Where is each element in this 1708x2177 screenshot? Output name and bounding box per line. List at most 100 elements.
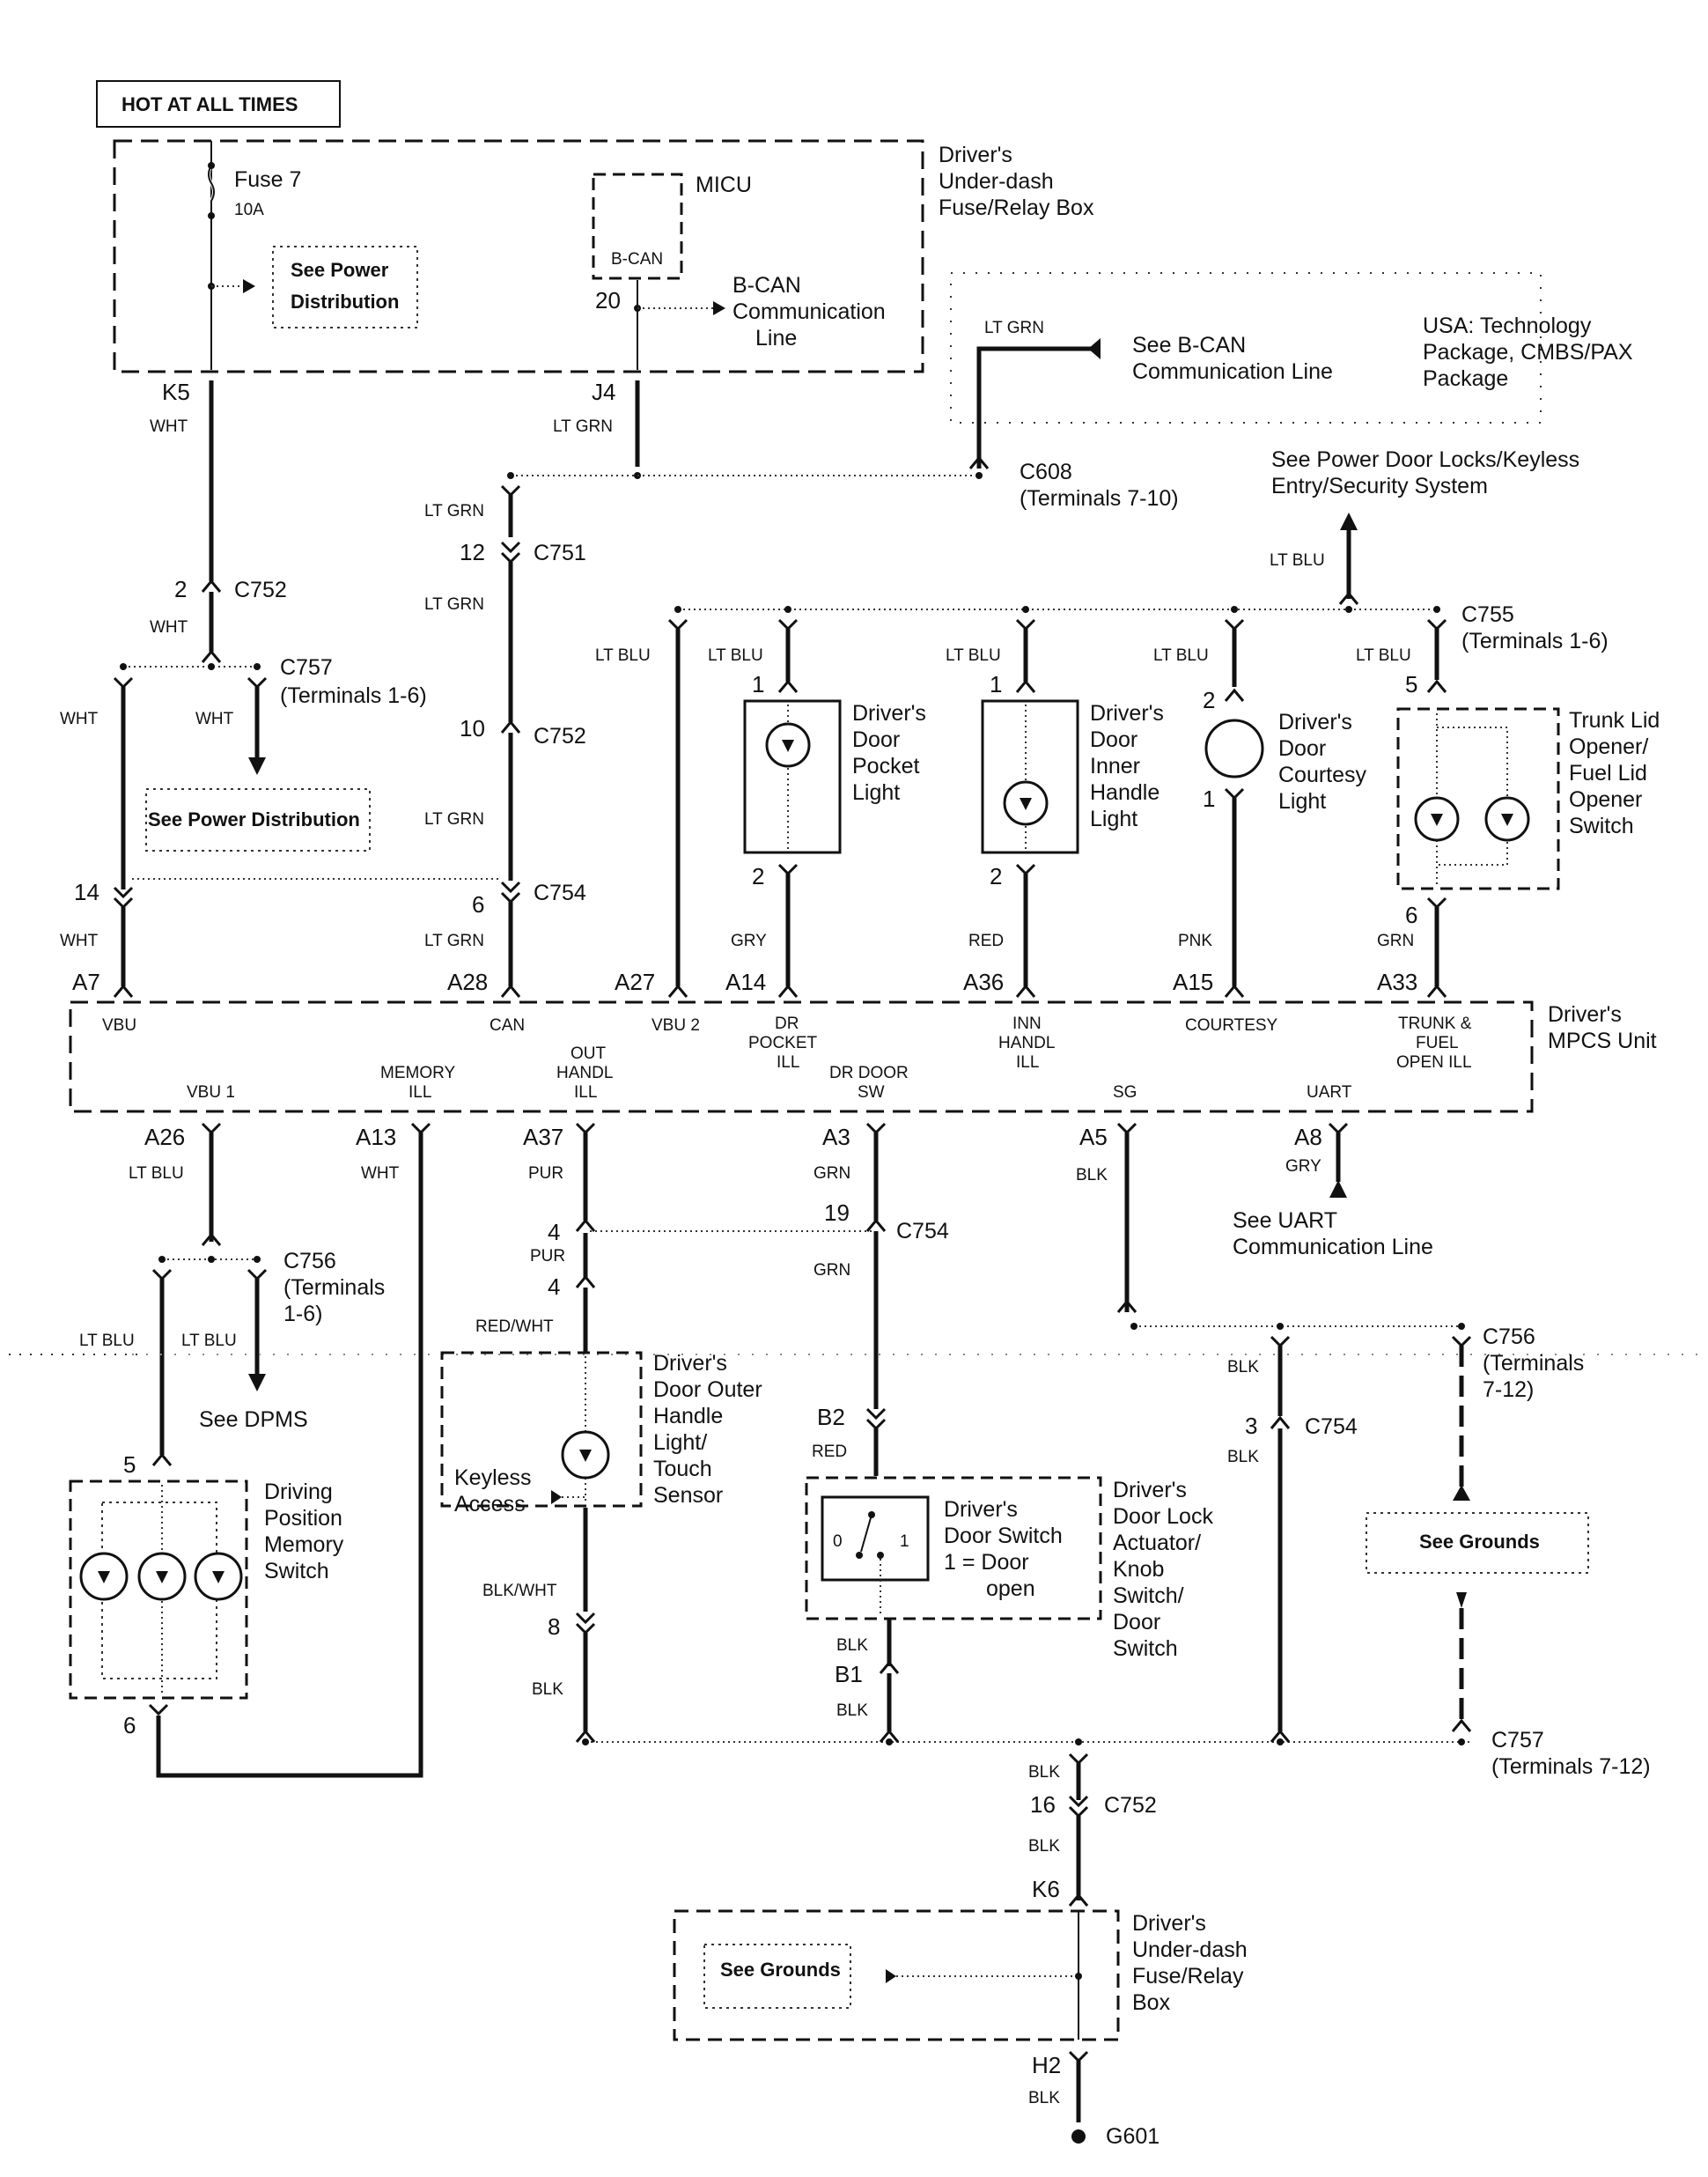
memory-switch-name-1: Driving bbox=[264, 1480, 333, 1504]
bcan-comm-1: B-CAN bbox=[733, 273, 801, 298]
pin-a37-label-2: HANDL bbox=[556, 1064, 613, 1082]
see-bcan-text-1: See B-CAN bbox=[1132, 333, 1246, 358]
arrow-down-icon bbox=[248, 757, 266, 775]
hot-at-all-times-label: HOT AT ALL TIMES bbox=[121, 93, 298, 115]
connector-c754: C754 bbox=[534, 881, 586, 905]
underdash2-name-4: Box bbox=[1132, 1990, 1171, 2015]
c757-b-terminals: (Terminals 7-12) bbox=[1491, 1754, 1651, 1779]
arrow-up-icon bbox=[1453, 1485, 1470, 1501]
wire-color-ltblu: LT BLU bbox=[181, 1332, 237, 1350]
see-grounds-ref-2[interactable] bbox=[703, 1944, 851, 2009]
pin-a3-label-1: DR DOOR bbox=[829, 1064, 909, 1082]
see-dpms-text: See DPMS bbox=[199, 1407, 308, 1432]
c608-terminals: (Terminals 7-10) bbox=[1020, 486, 1179, 511]
micu-label: MICU bbox=[696, 173, 752, 197]
fuse-label: Fuse 7 bbox=[234, 167, 301, 192]
option-note-3: Package bbox=[1423, 366, 1508, 391]
arrow-right-icon bbox=[243, 279, 255, 293]
connector-c756: C756 bbox=[283, 1249, 336, 1273]
wire-color-pur: PUR bbox=[530, 1247, 565, 1266]
pin-a26: A26 bbox=[144, 1124, 185, 1150]
arrow-right-icon bbox=[713, 301, 725, 315]
wire-color-blk: BLK bbox=[532, 1680, 563, 1699]
wire-color-wht: WHT bbox=[361, 1164, 400, 1183]
memory-switch-name-4: Switch bbox=[264, 1559, 329, 1583]
lock-actuator-name-2: Door Lock bbox=[1113, 1504, 1213, 1529]
wire-color-ltgrn: LT GRN bbox=[424, 595, 484, 614]
mpcs-top-pins: A7 VBU A28 CAN A27 VBU 2 A14 DR POCKET I… bbox=[72, 969, 1472, 1072]
c754-pin-8: 8 bbox=[548, 1613, 560, 1640]
bcan-comm-3: Line bbox=[755, 326, 797, 351]
wire-color-wht: WHT bbox=[60, 710, 99, 728]
trunk-pin-5: 5 bbox=[1405, 671, 1417, 697]
keyless-access-2: Access bbox=[454, 1492, 526, 1517]
pin-a36-label-3: ILL bbox=[1016, 1053, 1039, 1072]
c757-terminals: (Terminals 1-6) bbox=[280, 683, 427, 708]
arrow-right-icon bbox=[551, 1490, 562, 1504]
bcan-comm-2: Communication bbox=[733, 299, 886, 324]
see-power-door-locks-2: Entry/Security System bbox=[1271, 474, 1488, 498]
c752-pin-16: 16 bbox=[1030, 1791, 1056, 1818]
c752-pin-2: 2 bbox=[174, 576, 187, 602]
memory-switch-component bbox=[69, 1480, 248, 1700]
mpcs-bottom-labels: VBU 1 MEMORY ILL OUT HANDL ILL DR DOOR S… bbox=[187, 1044, 1352, 1102]
see-grounds-text: See Grounds bbox=[1419, 1531, 1540, 1553]
pin-a5: A5 bbox=[1079, 1124, 1108, 1150]
pocket-pin-2: 2 bbox=[752, 863, 764, 889]
c752-pin-4: 4 bbox=[548, 1273, 560, 1300]
pin-a7-label: VBU bbox=[102, 1016, 136, 1035]
courtesy-pin-1: 1 bbox=[1203, 786, 1215, 812]
outer-handle-name-3: Handle bbox=[653, 1404, 723, 1428]
wire-color-wht: WHT bbox=[60, 932, 99, 950]
inner-name-1: Driver's bbox=[1090, 701, 1164, 726]
mpcs-name-2: MPCS Unit bbox=[1548, 1029, 1657, 1053]
micu-box bbox=[592, 173, 683, 280]
wire-color-blk: BLK bbox=[836, 1701, 868, 1720]
wire-color-blkwht: BLK/WHT bbox=[482, 1582, 557, 1600]
connector-c757-b: C757 bbox=[1491, 1728, 1544, 1753]
wire-color-blk: BLK bbox=[1227, 1448, 1259, 1466]
underdash-fuse-box-2 bbox=[673, 1909, 1120, 2041]
fuse-rating: 10A bbox=[234, 201, 264, 219]
trunk-name-4: Opener bbox=[1569, 787, 1642, 812]
pin-a33: A33 bbox=[1377, 969, 1417, 995]
outer-handle-component bbox=[440, 1351, 643, 1508]
wire-color-gry: GRY bbox=[1285, 1157, 1321, 1176]
switch-pos-0: 0 bbox=[833, 1532, 843, 1551]
pin-a14-label-1: DR bbox=[775, 1015, 799, 1033]
hot-at-all-times-box bbox=[96, 80, 341, 128]
connector-c755: C755 bbox=[1461, 602, 1514, 627]
wire-color-red: RED bbox=[812, 1443, 847, 1461]
wire-color-blk: BLK bbox=[1028, 1763, 1060, 1782]
outer-handle-name-2: Door Outer bbox=[653, 1377, 762, 1402]
wire-color-blk: BLK bbox=[1028, 2089, 1060, 2107]
underdash2-name-3: Fuse/Relay bbox=[1132, 1964, 1244, 1989]
outer-handle-name-4: Light/ bbox=[653, 1430, 707, 1455]
wire-memory-ill bbox=[156, 1133, 423, 1778]
pin-a33-label-1: TRUNK & bbox=[1398, 1015, 1472, 1033]
connector-c752-b: C752 bbox=[534, 724, 586, 749]
c754-pin-6: 6 bbox=[472, 891, 484, 918]
inner-name-4: Handle bbox=[1090, 780, 1160, 805]
wire-color-ltblu: LT BLU bbox=[129, 1164, 184, 1183]
see-power-distribution-ref[interactable] bbox=[272, 246, 418, 328]
lock-actuator-name-7: Switch bbox=[1113, 1636, 1178, 1661]
wire-color-ltblu: LT BLU bbox=[1270, 551, 1325, 570]
see-power-distribution-ref-2[interactable] bbox=[145, 788, 371, 852]
lock-actuator-name-5: Switch/ bbox=[1113, 1583, 1184, 1608]
pin-k6: K6 bbox=[1032, 1876, 1060, 1902]
pin-k5: K5 bbox=[162, 379, 190, 405]
pin-a27: A27 bbox=[615, 969, 655, 995]
pin-h2: H2 bbox=[1032, 2052, 1061, 2078]
pin-a37: A37 bbox=[523, 1124, 563, 1150]
pin-a37-label-3: ILL bbox=[574, 1083, 597, 1102]
pin-a36-label-1: INN bbox=[1012, 1015, 1042, 1033]
pocket-name-3: Pocket bbox=[852, 754, 919, 779]
trunk-name-1: Trunk Lid bbox=[1569, 708, 1660, 733]
mpcs-unit bbox=[69, 1000, 1534, 1113]
pin-a13-label-1: MEMORY bbox=[380, 1064, 455, 1082]
c754-pin-19: 19 bbox=[824, 1199, 850, 1226]
arrow-right-icon bbox=[886, 1969, 896, 1983]
courtesy-bulb-icon bbox=[1204, 719, 1264, 779]
